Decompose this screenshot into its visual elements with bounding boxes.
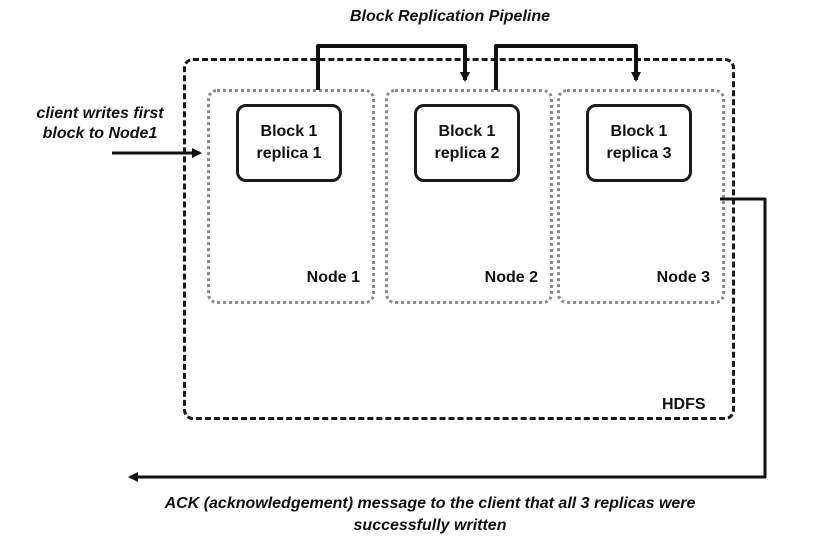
hdfs-label: HDFS [662,396,706,413]
replica-1-line1: Block 1 [260,123,318,140]
replica-2-line1: Block 1 [438,123,496,140]
ack-line2: successfully written [353,517,507,534]
block-replica-3: Block 1 replica 3 [586,104,692,182]
node-3: Node 3 [557,89,725,304]
client-write-line1: client writes first [36,105,164,122]
replica-2-line2: replica 2 [434,145,500,162]
client-write-label: client writes first block to Node1 [10,104,190,144]
block-replica-1: Block 1 replica 1 [236,104,342,182]
hdfs-cluster [183,58,735,420]
node-1-label: Node 1 [306,269,360,286]
diagram-title: Block Replication Pipeline [349,8,551,25]
replica-3-line2: replica 3 [606,145,672,162]
pipeline-arrow-1-to-2 [316,44,470,90]
block-replica-2: Block 1 replica 2 [414,104,520,182]
replica-1-line2: replica 1 [256,145,322,162]
client-write-line2: block to Node1 [42,125,158,142]
ack-line1: ACK (acknowledgement) message to the cli… [164,495,696,512]
ack-message: ACK (acknowledgement) message to the cli… [90,493,770,537]
node-3-label: Node 3 [656,269,710,286]
pipeline-arrow-2-to-3 [494,44,641,90]
node-2-label: Node 2 [484,269,538,286]
replica-3-line1: Block 1 [610,123,668,140]
ack-arrow [128,197,767,482]
node-2: Node 2 [385,89,553,304]
node-1: Node 1 [207,89,375,304]
